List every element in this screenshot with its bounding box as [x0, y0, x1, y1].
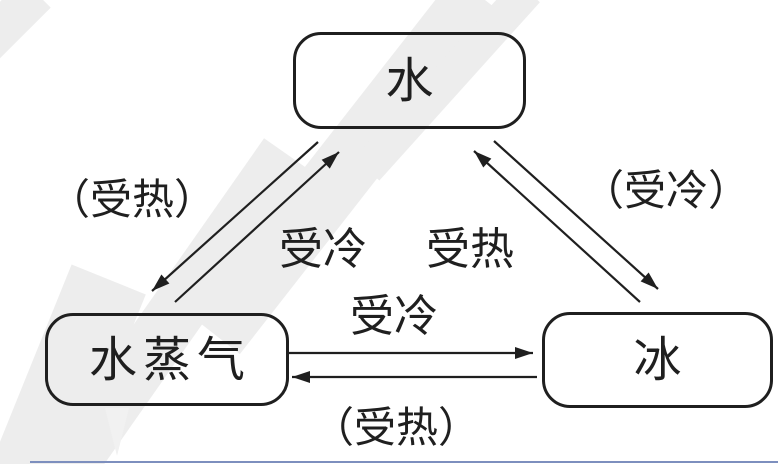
- node-vapor-label: 水蒸气: [88, 331, 251, 388]
- arrow-vapor-to-water: [174, 151, 340, 303]
- node-ice: 冰: [542, 312, 773, 408]
- bottom-rule: [30, 461, 778, 463]
- label-ice-to-water: 受热: [426, 224, 514, 275]
- node-ice-label: 冰: [633, 332, 688, 388]
- node-water: 水: [293, 32, 526, 129]
- node-vapor: 水蒸气: [45, 313, 289, 406]
- label-vapor-to-ice: 受冷: [350, 291, 438, 342]
- label-vapor-to-water: 受冷: [279, 224, 367, 275]
- label-water-to-ice: （受冷）: [581, 166, 751, 215]
- node-water-label: 水: [385, 52, 440, 109]
- watermark-stroke: [105, 408, 129, 456]
- label-water-to-vapor: （受热）: [47, 175, 217, 224]
- arrow-water-to-ice: [493, 140, 659, 290]
- label-ice-to-vapor: （受热）: [311, 403, 481, 452]
- arrow-ice-to-water: [473, 150, 641, 303]
- arrow-water-to-vapor: [151, 141, 319, 292]
